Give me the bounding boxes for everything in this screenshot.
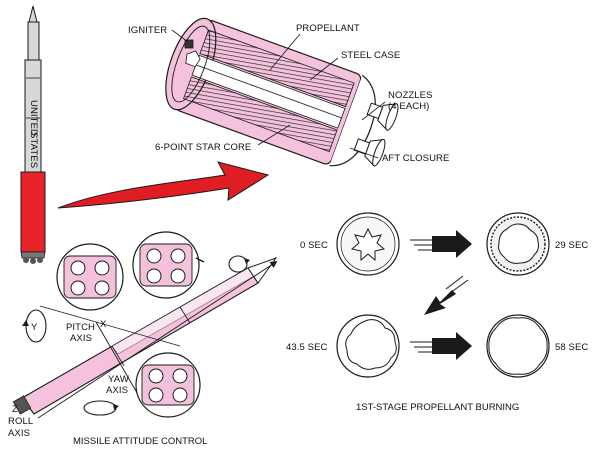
label-steel-case: STEEL CASE [341,50,400,61]
burn-circle-43 [336,314,400,378]
caption-attitude: MISSILE ATTITUDE CONTROL [73,436,207,447]
label-58-sec: 58 SEC [555,342,588,353]
label-aft-closure: AFT CLOSURE [382,153,449,164]
motor-cutaway-icon [165,17,399,167]
igniter-icon [184,39,194,49]
label-y: Y [31,322,38,333]
label-nozzles: NOZZLES [388,90,433,101]
burn-circle-58 [486,314,550,378]
rotation-arrow-icon [22,255,250,416]
nozzle-pair-icon [353,102,399,167]
nozzle-cluster-icon-2 [132,231,205,299]
label-nozzles-count: (4 EACH) [388,101,429,112]
burn-circle-29 [486,212,550,276]
label-propellant: PROPELLANT [296,23,360,34]
label-z: Z [12,404,18,415]
label-yaw-axis: AXIS [106,385,128,396]
burn-arrow-diagonal [424,275,469,315]
nozzle-cluster-icon [56,243,124,311]
label-star-core: 6-POINT STAR CORE [155,142,251,153]
yaw-axis-line [95,321,141,399]
label-roll: ROLL [8,416,33,427]
burn-circle-0 [336,212,400,276]
label-igniter: IGNITER [128,25,167,36]
rocket-icon: UNITED STATES [20,5,46,264]
missile-icon [12,256,278,415]
label-43-sec: 43.5 SEC [286,342,328,353]
caption-burning: 1ST-STAGE PROPELLANT BURNING [356,402,519,413]
label-0-sec: 0 SEC [300,240,328,251]
nozzle-cluster-icon-3 [135,352,201,418]
svg-text:STATES: STATES [28,132,39,168]
label-x: X [100,319,107,330]
label-roll-axis: AXIS [8,428,30,439]
burn-sequence: 0 SEC 29 SEC 43.5 SEC 58 SEC 1ST-STAGE P… [286,212,588,413]
label-pitch-axis: AXIS [70,333,92,344]
label-29-sec: 29 SEC [555,240,588,251]
pitch-axis-line [39,305,181,347]
svg-text:UNITED: UNITED [28,100,39,136]
red-transition-arrow [57,161,270,209]
roll-axis-line [37,261,278,419]
burn-arrow-right-1 [410,230,472,258]
label-pitch: PITCH [66,322,95,333]
label-yaw: YAW [108,374,129,385]
burn-arrow-right-2 [410,332,472,360]
